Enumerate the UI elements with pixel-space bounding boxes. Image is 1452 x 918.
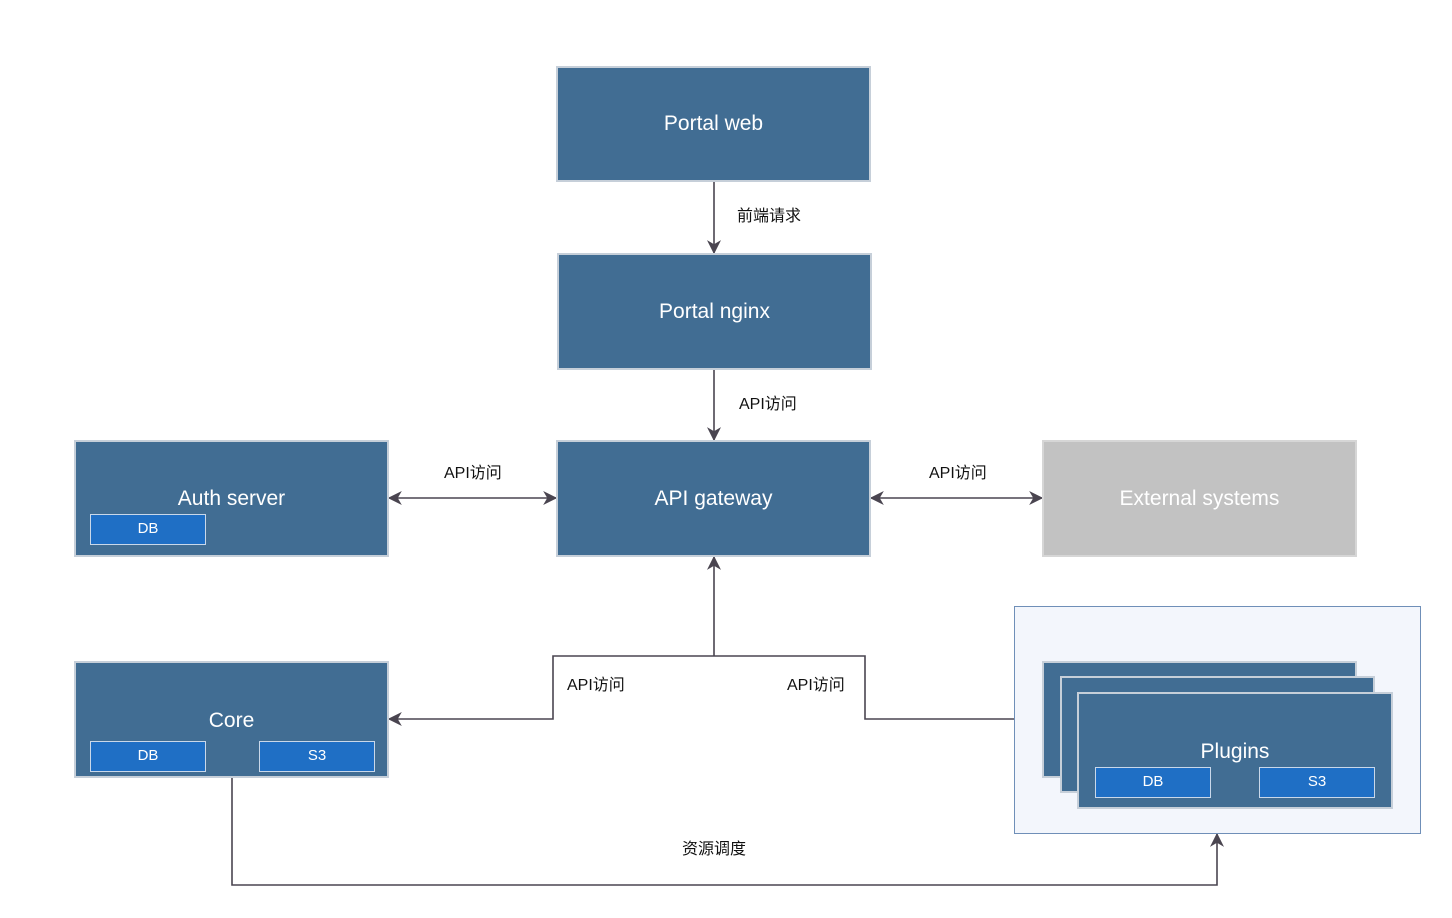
edge-label-gateway-external: API访问	[929, 465, 987, 482]
edge-gateway-plugins	[714, 655, 1044, 726]
node-auth-server: Auth server DB	[74, 440, 389, 557]
edge-label-gateway-core: API访问	[567, 677, 625, 694]
node-auth-server-label: Auth server	[177, 487, 286, 510]
node-portal-web: Portal web	[556, 66, 871, 182]
edge-label-web-to-nginx: 前端请求	[737, 208, 802, 225]
core-db-chip: DB	[90, 741, 206, 772]
edge-label-core-to-plugins: 资源调度	[682, 841, 747, 858]
node-portal-nginx: Portal nginx	[557, 253, 872, 370]
node-api-gateway: API gateway	[556, 440, 871, 557]
edge-label-nginx-to-gateway: API访问	[739, 396, 797, 413]
node-plugins: Plugins DB S3	[1077, 692, 1393, 809]
node-portal-nginx-label: Portal nginx	[659, 299, 770, 323]
node-external-systems: External systems	[1042, 440, 1357, 557]
auth-db-chip: DB	[90, 514, 206, 545]
edge-label-gateway-plugins: API访问	[787, 677, 845, 694]
node-external-systems-label: External systems	[1119, 486, 1280, 510]
plugins-s3-chip: S3	[1259, 767, 1375, 798]
node-core-label: Core	[208, 709, 255, 732]
plugins-db-chip: DB	[1095, 767, 1211, 798]
edge-label-auth-gateway: API访问	[444, 465, 502, 482]
edge-gateway-core	[387, 655, 714, 726]
node-portal-web-label: Portal web	[663, 112, 764, 135]
node-api-gateway-label: API gateway	[654, 486, 773, 510]
node-core: Core DB S3	[74, 661, 389, 778]
core-s3-chip: S3	[259, 741, 375, 772]
edge-core-to-plugins	[231, 778, 1224, 886]
node-plugins-label: Plugins	[1200, 740, 1270, 763]
